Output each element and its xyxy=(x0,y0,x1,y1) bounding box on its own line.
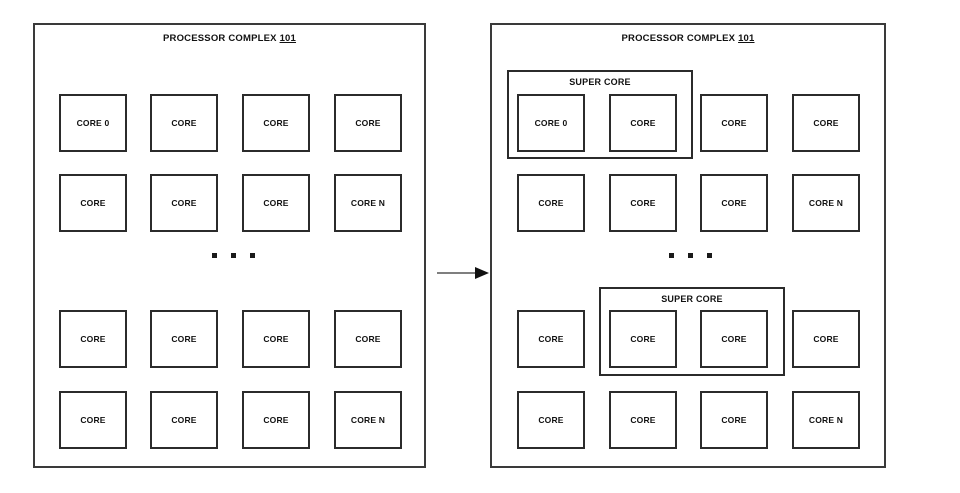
core-box[interactable]: CORE xyxy=(242,94,310,152)
core-box[interactable]: CORE N xyxy=(792,391,860,449)
core-box[interactable]: CORE xyxy=(334,94,402,152)
core-box[interactable]: CORE N xyxy=(792,174,860,232)
vertical-continuation-ellipsis xyxy=(669,253,712,258)
core-box[interactable]: CORE 0 xyxy=(517,94,585,152)
core-box[interactable]: CORE xyxy=(334,310,402,368)
panel-title-text: PROCESSOR COMPLEX xyxy=(162,33,277,44)
core-box[interactable]: CORE xyxy=(59,310,127,368)
core-box[interactable]: CORE xyxy=(242,174,310,232)
core-box[interactable]: CORE xyxy=(150,391,218,449)
panel-title-right: PROCESSOR COMPLEX 101 xyxy=(492,33,884,44)
ellipsis-dot xyxy=(231,253,236,258)
core-box[interactable]: CORE xyxy=(700,310,768,368)
ellipsis-dot xyxy=(669,253,674,258)
core-box[interactable]: CORE xyxy=(700,94,768,152)
core-box[interactable]: CORE xyxy=(242,310,310,368)
core-box[interactable]: CORE xyxy=(700,391,768,449)
core-box[interactable]: CORE xyxy=(150,94,218,152)
core-box[interactable]: CORE xyxy=(517,174,585,232)
panel-title-text: PROCESSOR COMPLEX xyxy=(621,33,736,44)
panel-title-left: PROCESSOR COMPLEX 101 xyxy=(35,33,424,44)
panel-reference-numeral: 101 xyxy=(279,33,297,44)
core-box[interactable]: CORE xyxy=(242,391,310,449)
core-box[interactable]: CORE xyxy=(609,310,677,368)
right-arrow-icon xyxy=(437,267,489,279)
core-box[interactable]: CORE xyxy=(609,391,677,449)
ellipsis-dot xyxy=(707,253,712,258)
core-box[interactable]: CORE N xyxy=(334,391,402,449)
core-box[interactable]: CORE xyxy=(59,174,127,232)
processor-complex-panel-right: PROCESSOR COMPLEX 101 SUPER CORE CORE 0 … xyxy=(490,23,886,468)
core-box[interactable]: CORE xyxy=(517,310,585,368)
processor-complex-panel-left: PROCESSOR COMPLEX 101 CORE 0 CORE CORE C… xyxy=(33,23,426,468)
core-box[interactable]: CORE xyxy=(609,174,677,232)
super-core-label: SUPER CORE xyxy=(569,77,631,87)
core-box[interactable]: CORE xyxy=(792,310,860,368)
core-box[interactable]: CORE 0 xyxy=(59,94,127,152)
core-box[interactable]: CORE xyxy=(792,94,860,152)
ellipsis-dot xyxy=(212,253,217,258)
ellipsis-dot xyxy=(688,253,693,258)
vertical-continuation-ellipsis xyxy=(212,253,255,258)
core-box[interactable]: CORE N xyxy=(334,174,402,232)
ellipsis-dot xyxy=(250,253,255,258)
core-box[interactable]: CORE xyxy=(517,391,585,449)
core-box[interactable]: CORE xyxy=(150,310,218,368)
panel-reference-numeral: 101 xyxy=(738,33,755,44)
core-box[interactable]: CORE xyxy=(150,174,218,232)
super-core-label: SUPER CORE xyxy=(661,294,723,304)
core-box[interactable]: CORE xyxy=(609,94,677,152)
core-box[interactable]: CORE xyxy=(700,174,768,232)
core-box[interactable]: CORE xyxy=(59,391,127,449)
